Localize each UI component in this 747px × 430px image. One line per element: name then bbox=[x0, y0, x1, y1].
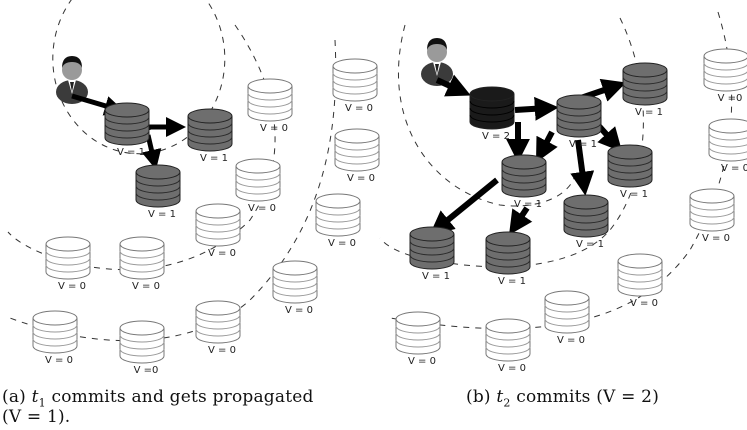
database-node: V = 0 bbox=[485, 318, 531, 374]
panel-a: V = 1 V = 1 V = 1 V = 0 V = 0 V = 0 V = 0 V = 0… bbox=[7, 0, 380, 376]
database-node: V = 1 bbox=[135, 164, 181, 220]
caption-a: (a) t1 commits and gets propagated (V = … bbox=[2, 387, 392, 428]
version-label: V = 1 bbox=[620, 189, 648, 200]
caption-tag: (a) bbox=[2, 387, 26, 407]
database-node: V = 0 bbox=[235, 158, 281, 214]
caption-formula: (V = 2) bbox=[596, 387, 660, 407]
database-node: V = 2 bbox=[469, 86, 515, 142]
version-label: V = 1 bbox=[148, 209, 176, 220]
version-label: V = 0 bbox=[285, 305, 313, 316]
version-label: V = 0 bbox=[328, 238, 356, 249]
version-label: V =0 bbox=[718, 93, 743, 104]
database-node: V =0 bbox=[703, 48, 747, 104]
version-label: V = 0 bbox=[260, 123, 288, 134]
database-node: V = 1 bbox=[485, 231, 531, 287]
caption-tag: (b) bbox=[466, 387, 491, 407]
database-node: V = 0 bbox=[272, 260, 318, 316]
caption-variable: t bbox=[496, 387, 504, 407]
arrow-node-to-node-right bbox=[145, 117, 186, 137]
version-label: V = 0 bbox=[132, 281, 160, 292]
version-label: V = 1 bbox=[200, 153, 228, 164]
database-node: V = 0 bbox=[247, 78, 293, 134]
outer-ring bbox=[9, 39, 337, 342]
caption-line2: (V = 1). bbox=[2, 407, 71, 428]
database-node: V = 1 bbox=[409, 226, 455, 282]
database-node: V = 1 bbox=[622, 62, 668, 118]
version-label: V = 0 bbox=[58, 281, 86, 292]
database-node: V = 0 bbox=[45, 236, 91, 292]
version-label: V = 0 bbox=[721, 163, 747, 174]
inner-ring bbox=[52, 0, 226, 155]
database-node: V =0 bbox=[119, 320, 165, 376]
caption-subscript: 2 bbox=[503, 396, 511, 410]
version-label: V = 1 bbox=[422, 271, 450, 282]
version-label: V = 1 bbox=[635, 107, 663, 118]
version-label: V = 0 bbox=[45, 355, 73, 366]
database-node: V = 0 bbox=[617, 253, 663, 309]
arrow-user-to-origin bbox=[435, 74, 471, 97]
database-node: V = 0 bbox=[544, 290, 590, 346]
database-node: V = 0 bbox=[332, 58, 378, 114]
database-node: V = 1 bbox=[607, 144, 653, 200]
version-label: V = 1 bbox=[576, 239, 604, 250]
version-label: V = 0 bbox=[702, 233, 730, 244]
version-label: V = 1 bbox=[498, 276, 526, 287]
database-node: V = 0 bbox=[334, 128, 380, 184]
middle-ring bbox=[379, 17, 644, 268]
version-label: V = 0 bbox=[498, 363, 526, 374]
version-label: V = 0 bbox=[347, 173, 375, 184]
version-label: V = 2 bbox=[482, 131, 510, 142]
database-node: V = 0 bbox=[708, 118, 747, 174]
database-node: V = 1 bbox=[187, 108, 233, 164]
version-label: V = 0 bbox=[345, 103, 373, 114]
database-node: V = 1 bbox=[563, 194, 609, 250]
user-icon bbox=[421, 38, 453, 86]
caption-b: (b) t2 commits (V = 2) bbox=[466, 387, 746, 410]
version-label: V = 0 bbox=[408, 356, 436, 367]
arrow-mid-far-left bbox=[429, 177, 499, 235]
panel-b: V = 2 V = 1 V = 1 V = 1 V = 1 V = 1 V = 1 V = 1… bbox=[379, 11, 747, 374]
version-label: V = 0 bbox=[248, 203, 276, 214]
database-node: V = 1 bbox=[556, 94, 602, 150]
caption-subscript: 1 bbox=[38, 396, 46, 410]
arrow-mid-down-left bbox=[509, 206, 533, 235]
database-node: V = 0 bbox=[315, 193, 361, 249]
version-label: V = 0 bbox=[208, 345, 236, 356]
version-label: V = 1 bbox=[514, 199, 542, 210]
arrow-center-down bbox=[570, 139, 595, 196]
arrow-center-down-left bbox=[535, 130, 558, 163]
version-label: V = 0 bbox=[557, 335, 585, 346]
version-label: V =0 bbox=[134, 365, 159, 376]
database-node: V = 0 bbox=[689, 188, 735, 244]
arrow-origin-right bbox=[514, 96, 559, 121]
database-node: V = 1 bbox=[501, 154, 547, 210]
version-label: V = 1 bbox=[569, 139, 597, 150]
inner-ring bbox=[397, 24, 576, 207]
version-label: V = 0 bbox=[208, 248, 236, 259]
database-node: V = 0 bbox=[195, 300, 241, 356]
caption-text: commits bbox=[516, 387, 591, 407]
caption-variable: t bbox=[31, 387, 39, 407]
database-node: V = 1 bbox=[104, 102, 150, 158]
database-node: V = 0 bbox=[395, 311, 441, 367]
database-node: V = 0 bbox=[119, 236, 165, 292]
database-node: V = 0 bbox=[32, 310, 78, 366]
database-node: V = 0 bbox=[195, 203, 241, 259]
version-label: V = 0 bbox=[630, 298, 658, 309]
caption-text: commits and gets propagated bbox=[51, 387, 314, 407]
propagation-rings bbox=[7, 0, 337, 342]
version-label: V = 1 bbox=[117, 147, 145, 158]
